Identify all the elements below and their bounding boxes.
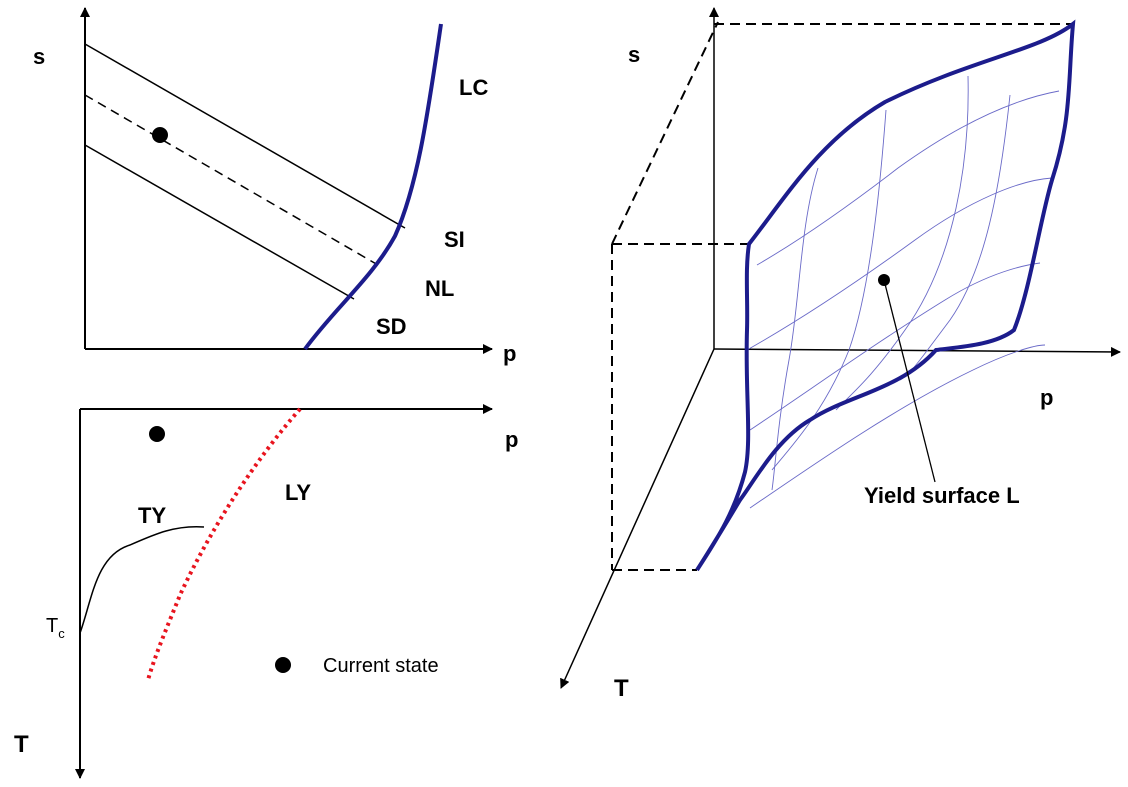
legend: Current state [275, 655, 439, 677]
tc-label: Tc [46, 615, 65, 641]
tp-plane-panel: p T TY LY Tc Current state [14, 404, 518, 779]
sd-label: SD [376, 314, 407, 339]
t-axis-label: T [14, 731, 29, 758]
yield-surface-outline [695, 19, 1076, 572]
ly-label: LY [285, 480, 311, 505]
sd-line [84, 144, 355, 300]
projection-box-lines [611, 21, 1073, 571]
3d-s-label: s [628, 42, 640, 67]
p-axis-label-top: p [503, 341, 516, 366]
nl-dashed-line [84, 94, 379, 266]
3d-p-axis [713, 346, 1121, 357]
lc-curve [303, 23, 443, 351]
yield-surface-pointer [883, 279, 936, 483]
3d-t-axis [560, 348, 715, 689]
3d-panel: s p T Yield surface L [560, 7, 1121, 702]
si-line [84, 43, 406, 229]
si-label: SI [444, 227, 465, 252]
yield-surface-mesh [746, 75, 1060, 509]
s-axis-label: s [33, 44, 45, 69]
ty-label: TY [138, 503, 166, 528]
ty-curve [79, 525, 205, 634]
3d-p-label: p [1040, 385, 1053, 410]
legend-text: Current state [323, 655, 439, 677]
nl-label: NL [425, 276, 454, 301]
sp-plane-panel: s p LC SI NL SD [33, 7, 516, 366]
current-state-point-sp [152, 127, 168, 143]
filled-circle-icon [275, 657, 291, 673]
lc-label: LC [459, 75, 488, 100]
3d-t-label: T [614, 675, 629, 702]
ly-curve [146, 407, 302, 681]
p-axis-label-bottom: p [505, 427, 518, 452]
yield-surface-label: Yield surface L [864, 483, 1020, 508]
current-state-point-tp [149, 426, 165, 442]
